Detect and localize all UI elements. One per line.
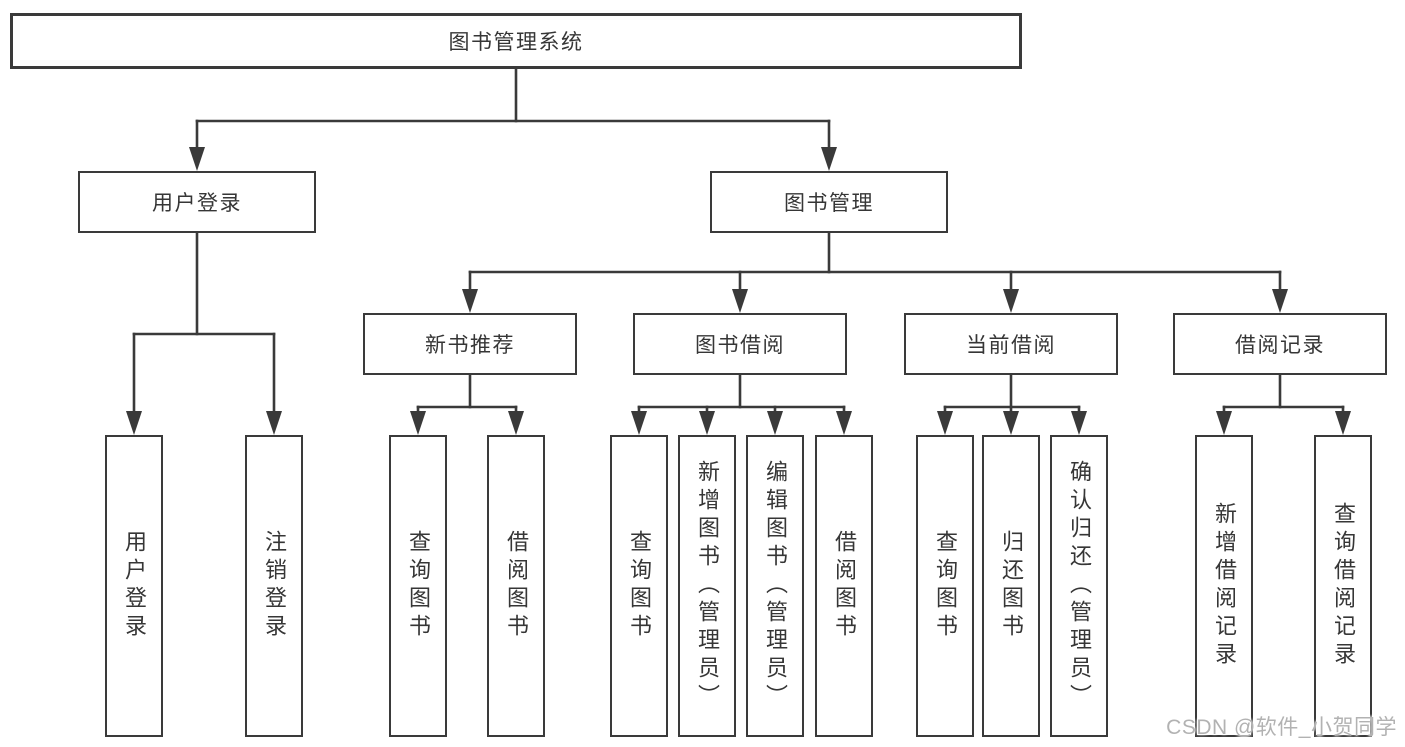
node-leaf-add-book-admin: 新增图书（管理员）	[678, 435, 736, 737]
node-leaf-query-borrow-record-label: 查询借阅记录	[1331, 502, 1356, 670]
node-book-mgmt-label: 图书管理	[784, 192, 874, 215]
node-leaf-confirm-return-admin: 确认归还（管理员）	[1050, 435, 1108, 737]
node-book-mgmt-module: 图书管理	[710, 171, 948, 233]
node-borrow-record-label: 借阅记录	[1235, 334, 1325, 357]
node-leaf-logout-label: 注销登录	[262, 530, 287, 642]
node-leaf-return-book-label: 归还图书	[999, 530, 1024, 642]
node-book-borrow: 图书借阅	[633, 313, 847, 375]
connector-root-to-level2	[189, 67, 837, 171]
node-current-borrow-label: 当前借阅	[966, 334, 1056, 357]
node-borrow-record: 借阅记录	[1173, 313, 1387, 375]
node-leaf-edit-book-admin-label: 编辑图书（管理员）	[763, 460, 788, 712]
node-leaf-user-login: 用户登录	[105, 435, 163, 737]
node-leaf-borrow-book-2-label: 借阅图书	[832, 530, 857, 642]
node-leaf-borrow-book-1: 借阅图书	[487, 435, 545, 737]
connector-book-borrow-to-leaves	[631, 373, 852, 435]
node-book-borrow-label: 图书借阅	[695, 334, 785, 357]
connector-borrow-record-to-leaves	[1216, 373, 1351, 435]
csdn-watermark: CSDN @软件_小贺同学	[1166, 716, 1397, 739]
node-leaf-query-book-1-label: 查询图书	[406, 530, 431, 642]
connector-book-mgmt-to-level3	[462, 231, 1288, 313]
node-leaf-query-book-1: 查询图书	[389, 435, 447, 737]
node-root-system: 图书管理系统	[10, 13, 1022, 69]
node-user-login-label: 用户登录	[152, 192, 242, 215]
node-root-label: 图书管理系统	[448, 31, 584, 54]
node-leaf-query-book-2: 查询图书	[610, 435, 668, 737]
node-leaf-return-book: 归还图书	[982, 435, 1040, 737]
node-leaf-user-login-label: 用户登录	[122, 530, 147, 642]
node-new-book-recommend: 新书推荐	[363, 313, 577, 375]
node-user-login-module: 用户登录	[78, 171, 316, 233]
node-leaf-add-borrow-record-label: 新增借阅记录	[1212, 502, 1237, 670]
node-new-book-recommend-label: 新书推荐	[425, 334, 515, 357]
connector-current-borrow-to-leaves	[937, 373, 1087, 435]
node-leaf-add-borrow-record: 新增借阅记录	[1195, 435, 1253, 737]
node-leaf-query-book-3: 查询图书	[916, 435, 974, 737]
node-leaf-edit-book-admin: 编辑图书（管理员）	[746, 435, 804, 737]
connector-new-book-to-leaves	[410, 373, 524, 435]
node-leaf-logout: 注销登录	[245, 435, 303, 737]
node-leaf-confirm-return-admin-label: 确认归还（管理员）	[1067, 460, 1092, 712]
node-leaf-query-book-3-label: 查询图书	[933, 530, 958, 642]
node-leaf-query-book-2-label: 查询图书	[627, 530, 652, 642]
node-current-borrow: 当前借阅	[904, 313, 1118, 375]
node-leaf-borrow-book-2: 借阅图书	[815, 435, 873, 737]
node-leaf-add-book-admin-label: 新增图书（管理员）	[695, 460, 720, 712]
node-leaf-borrow-book-1-label: 借阅图书	[504, 530, 529, 642]
node-leaf-query-borrow-record: 查询借阅记录	[1314, 435, 1372, 737]
connector-user-login-to-leaves	[126, 231, 282, 435]
